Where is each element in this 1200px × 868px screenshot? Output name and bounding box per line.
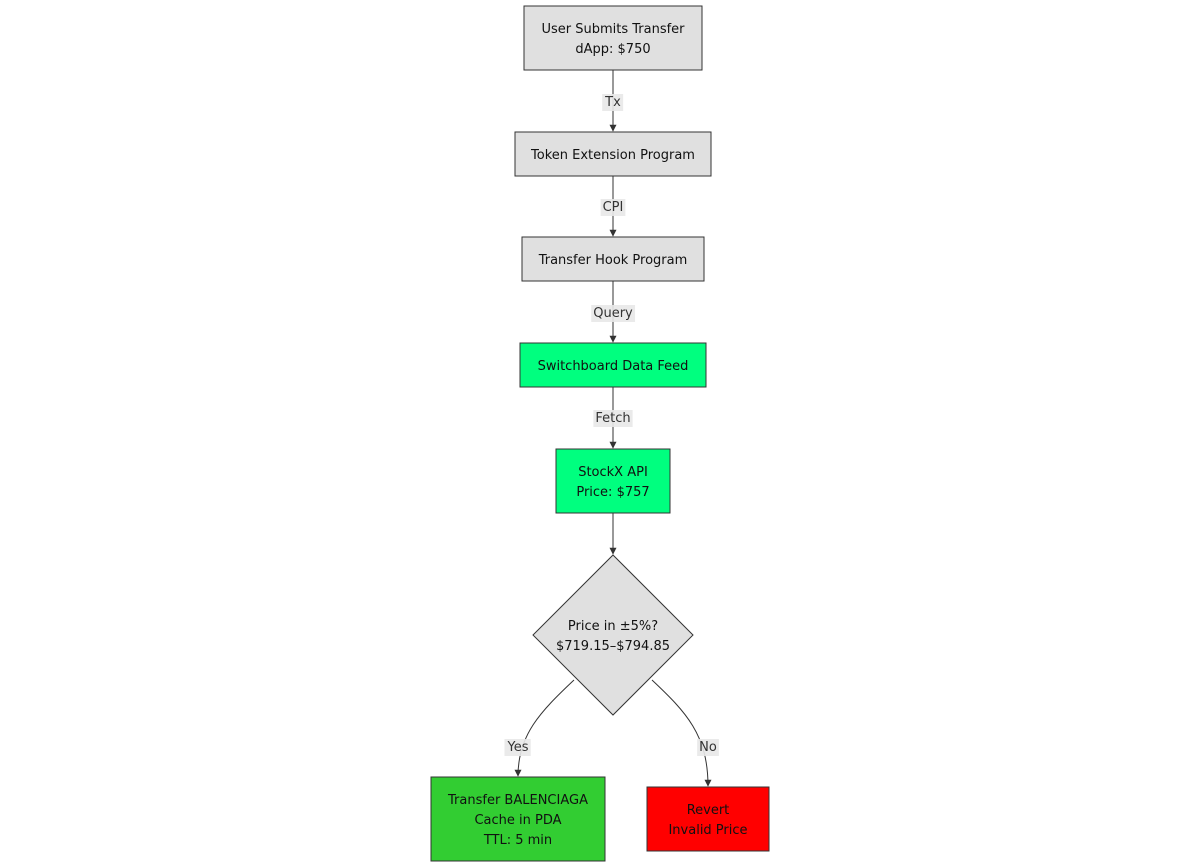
- node-label-line: Cache in PDA: [474, 813, 561, 828]
- edge-label-background: [600, 199, 626, 216]
- edge-decision-to-transfer: [514, 679, 575, 777]
- edge-decision-to-revert: [651, 679, 712, 787]
- edge-label-background: [593, 410, 633, 427]
- decision-diamond: [532, 554, 694, 716]
- edge-label-decision-to-revert: No: [697, 739, 719, 756]
- edge-label-text: Tx: [604, 95, 621, 110]
- node-box: [521, 236, 705, 282]
- node-submit: User Submits Transfer dApp: $750: [523, 5, 703, 71]
- node-box: [555, 448, 671, 514]
- node-label-line: Invalid Price: [668, 823, 747, 838]
- node-label-line: Transfer BALENCIAGA: [447, 793, 588, 808]
- node-stockx: StockX API Price: $757: [555, 448, 671, 514]
- node-label-line: Revert: [687, 803, 730, 818]
- edge-label-hook-to-switchboard: Query: [591, 305, 636, 322]
- node-box: [519, 342, 707, 388]
- node-hook: Transfer Hook Program: [521, 236, 705, 282]
- node-box: [430, 776, 606, 862]
- edge-label-token-ext-to-hook: CPI: [600, 199, 626, 216]
- node-label-line: Transfer Hook Program: [538, 253, 688, 268]
- node-label-line: Token Extension Program: [530, 148, 695, 163]
- edge-label-background: [591, 305, 636, 322]
- node-label-line: Price: $757: [576, 485, 649, 500]
- edge-label-submit-to-token-ext: Tx: [602, 94, 624, 111]
- node-label-line: Switchboard Data Feed: [538, 359, 689, 374]
- edge-label-background: [602, 94, 624, 111]
- node-label-line: $719.15–$794.85: [556, 639, 670, 654]
- edge-label-background: [504, 739, 531, 756]
- node-label-line: TTL: 5 min: [483, 833, 552, 848]
- edge-label-decision-to-transfer: Yes: [504, 739, 531, 756]
- node-box: [646, 786, 770, 852]
- edge-label-text: Fetch: [595, 411, 630, 426]
- edge-label-text: Query: [593, 306, 633, 321]
- node-label-line: StockX API: [578, 465, 648, 480]
- edge-label-background: [697, 739, 719, 756]
- node-label-line: dApp: $750: [575, 42, 650, 57]
- node-box: [523, 5, 703, 71]
- node-switchboard: Switchboard Data Feed: [519, 342, 707, 388]
- edge-label-switchboard-to-stockx: Fetch: [593, 410, 633, 427]
- node-token-ext: Token Extension Program: [514, 131, 712, 177]
- edges: [514, 70, 712, 787]
- node-box: [514, 131, 712, 177]
- edge-label-text: No: [699, 740, 717, 755]
- edge-label-text: Yes: [507, 740, 529, 755]
- node-transfer: Transfer BALENCIAGA Cache in PDA TTL: 5 mi…: [430, 776, 606, 862]
- edge-label-text: CPI: [603, 200, 624, 215]
- node-label-line: User Submits Transfer: [541, 22, 685, 37]
- node-label-line: Price in ±5%?: [568, 619, 658, 634]
- node-decision: Price in ±5%? $719.15–$794.85: [532, 554, 694, 716]
